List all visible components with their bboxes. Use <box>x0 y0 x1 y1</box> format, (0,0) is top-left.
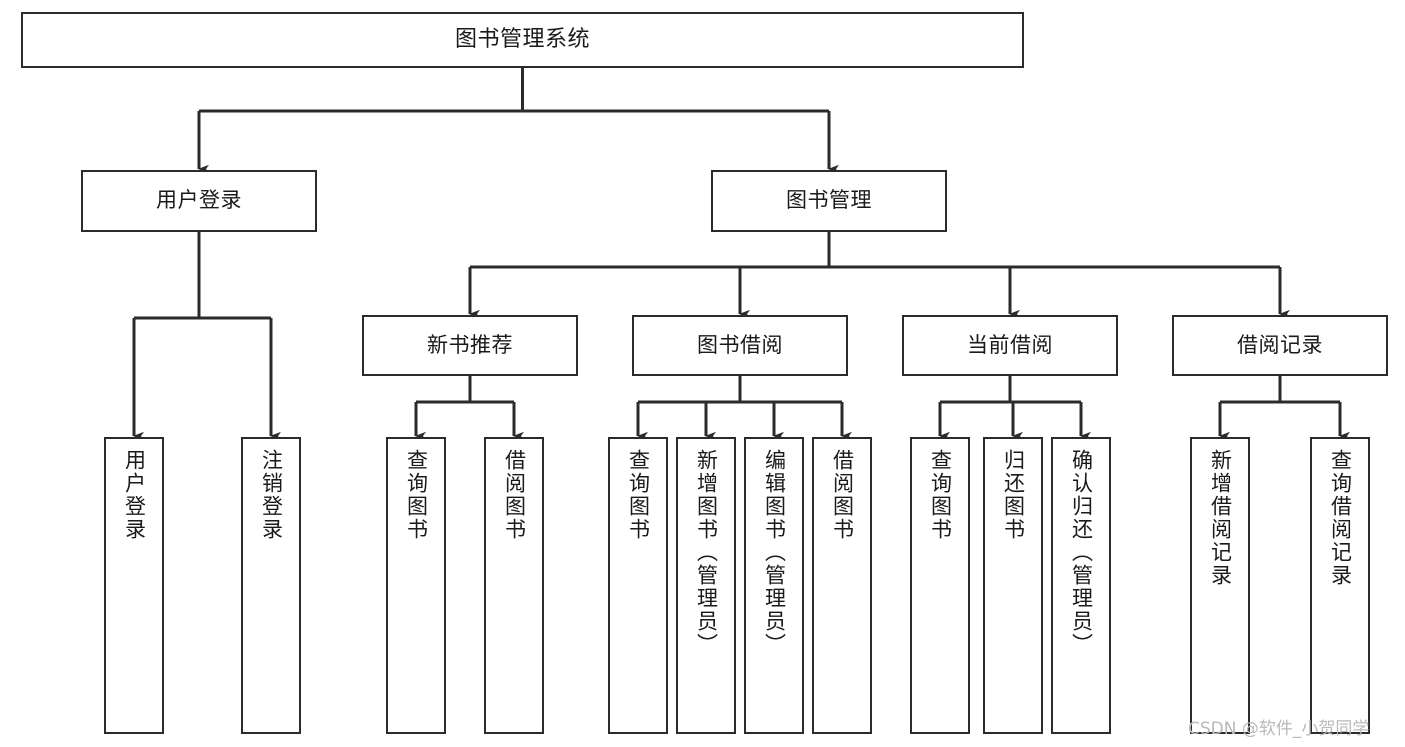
node-label: 借阅图书 <box>830 449 855 541</box>
node-label: 编辑图书（管理员） <box>762 449 787 656</box>
leaf-borrow-book[interactable]: 借阅图书 <box>812 437 872 734</box>
leaf-add-borrow-record[interactable]: 新增借阅记录 <box>1190 437 1250 734</box>
node-label: 用户登录 <box>156 188 242 213</box>
leaf-query-borrow-record[interactable]: 查询借阅记录 <box>1310 437 1370 734</box>
node-label: 查询图书 <box>626 449 651 541</box>
node-label: 图书管理 <box>786 188 872 213</box>
watermark-text: CSDN @软件_小贺同学 <box>1188 719 1370 739</box>
node-book-borrow[interactable]: 图书借阅 <box>632 315 848 376</box>
node-current-borrow[interactable]: 当前借阅 <box>902 315 1118 376</box>
node-label: 当前借阅 <box>967 332 1053 357</box>
node-label: 用户登录 <box>122 449 147 541</box>
node-label: 查询图书 <box>404 449 429 541</box>
leaf-return-book[interactable]: 归还图书 <box>983 437 1043 734</box>
node-root-book-management-system[interactable]: 图书管理系统 <box>21 12 1024 68</box>
node-label: 查询借阅记录 <box>1328 449 1353 587</box>
leaf-logout[interactable]: 注销登录 <box>241 437 301 734</box>
leaf-confirm-return-admin[interactable]: 确认归还（管理员） <box>1051 437 1111 734</box>
node-label: 图书管理系统 <box>454 26 590 52</box>
leaf-query-book-recommend[interactable]: 查询图书 <box>386 437 446 734</box>
node-label: 查询图书 <box>928 449 953 541</box>
node-label: 借阅图书 <box>502 449 527 541</box>
node-label: 归还图书 <box>1001 449 1026 541</box>
node-label: 新增图书（管理员） <box>694 449 719 656</box>
leaf-borrow-book-recommend[interactable]: 借阅图书 <box>484 437 544 734</box>
node-book-management[interactable]: 图书管理 <box>711 170 947 232</box>
leaf-query-book-current[interactable]: 查询图书 <box>910 437 970 734</box>
node-new-book-recommend[interactable]: 新书推荐 <box>362 315 578 376</box>
leaf-add-book-admin[interactable]: 新增图书（管理员） <box>676 437 736 734</box>
node-label: 新增借阅记录 <box>1208 449 1233 587</box>
leaf-user-login[interactable]: 用户登录 <box>104 437 164 734</box>
leaf-query-book-borrow[interactable]: 查询图书 <box>608 437 668 734</box>
node-label: 图书借阅 <box>697 332 783 357</box>
node-borrow-record[interactable]: 借阅记录 <box>1172 315 1388 376</box>
node-label: 确认归还（管理员） <box>1069 449 1094 656</box>
node-label: 新书推荐 <box>427 332 513 357</box>
node-label: 注销登录 <box>259 449 284 541</box>
node-label: 借阅记录 <box>1237 332 1323 357</box>
node-user-login[interactable]: 用户登录 <box>81 170 317 232</box>
leaf-edit-book-admin[interactable]: 编辑图书（管理员） <box>744 437 804 734</box>
